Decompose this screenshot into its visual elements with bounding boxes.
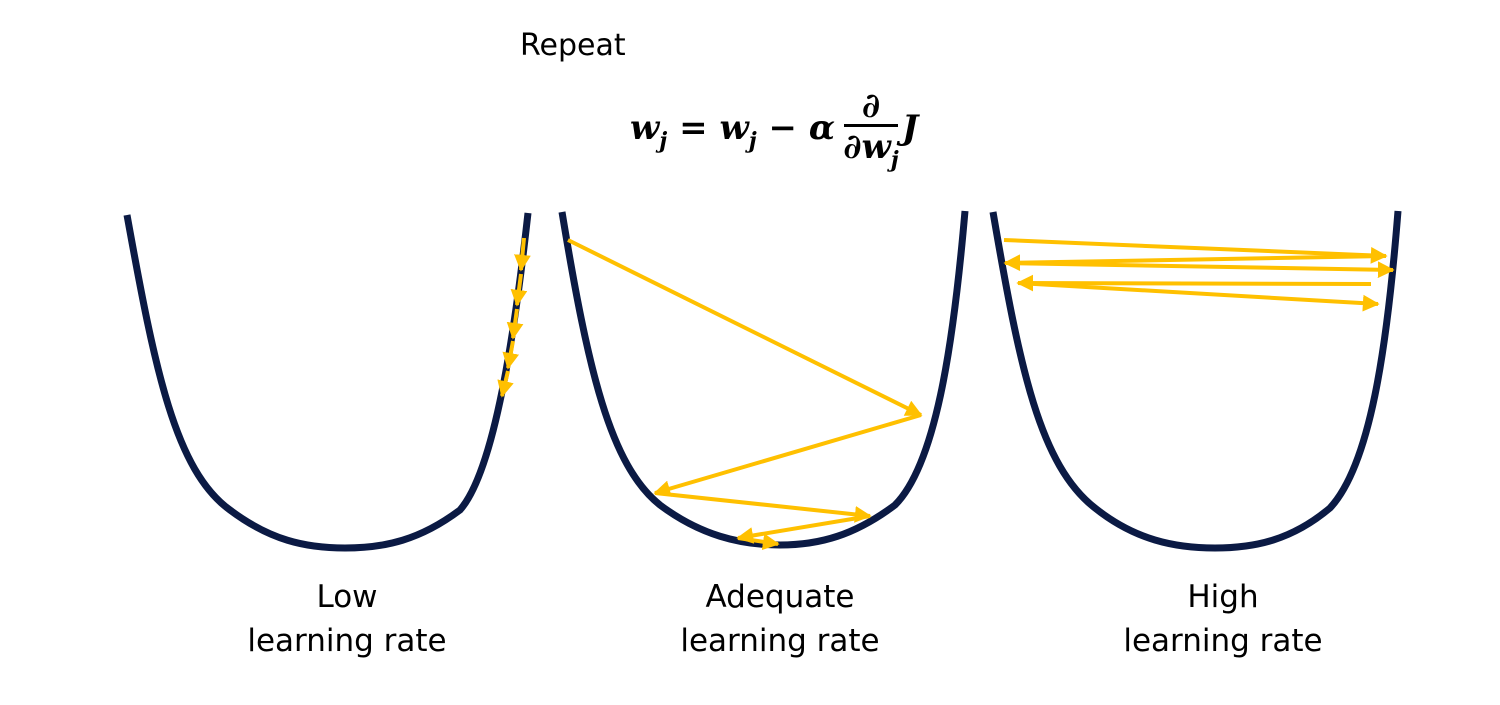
caption-subtitle: learning rate [1123, 623, 1323, 659]
caption-adequate: Adequate learning rate [620, 575, 940, 663]
weight-symbol: w [719, 108, 749, 148]
gradient-steps-adequate [567, 238, 923, 551]
fraction-denominator: ∂wj [842, 127, 900, 180]
cost-curve-adequate [558, 210, 969, 549]
step-arrow [1016, 274, 1372, 292]
step-arrow [567, 238, 923, 417]
step-arrow [514, 237, 531, 272]
caption-subtitle: learning rate [247, 623, 447, 659]
weight-symbol: w [630, 108, 660, 148]
step-arrow [497, 370, 514, 398]
step-arrow [654, 491, 872, 523]
step-arrow [737, 533, 780, 551]
step-arrow [1003, 238, 1388, 264]
step-arrow [1003, 254, 1387, 272]
panel-high [989, 210, 1402, 552]
repeat-label: Repeat [520, 28, 626, 63]
step-arrow [653, 413, 922, 497]
weight-subscript: j [748, 128, 757, 154]
caption-title: Adequate [705, 579, 855, 615]
cost-curve-low [123, 212, 532, 552]
caption-low: Low learning rate [187, 575, 507, 663]
formula-left: wj = wj − α [630, 108, 835, 154]
weight-subscript: j [659, 128, 668, 154]
caption-title: Low [316, 579, 378, 615]
step-arrow [510, 273, 528, 307]
gradient-steps-low [497, 237, 531, 398]
step-arrow [506, 308, 524, 340]
step-arrow [736, 514, 871, 544]
fraction-bar [844, 124, 898, 127]
cost-curve-high [989, 210, 1402, 552]
caption-high: High learning rate [1063, 575, 1383, 663]
equals-sign: = [679, 108, 708, 148]
panel-adequate [558, 210, 969, 551]
partial-derivative-fraction: ∂ ∂wj [842, 88, 900, 180]
weight-symbol: w [861, 127, 891, 167]
fraction-numerator: ∂ [861, 86, 881, 126]
step-arrow [1004, 261, 1395, 279]
weight-subscript: j [890, 147, 899, 173]
step-arrow [1017, 281, 1380, 312]
panel-low [123, 212, 532, 552]
gradient-steps-high [1003, 238, 1395, 312]
cost-symbol: J [902, 108, 919, 148]
step-arrow [502, 340, 520, 370]
partial-symbol: ∂ [843, 127, 862, 167]
caption-subtitle: learning rate [680, 623, 880, 659]
minus-sign: − [768, 108, 798, 148]
caption-title: High [1187, 579, 1259, 615]
learning-rate-symbol: α [808, 108, 836, 148]
